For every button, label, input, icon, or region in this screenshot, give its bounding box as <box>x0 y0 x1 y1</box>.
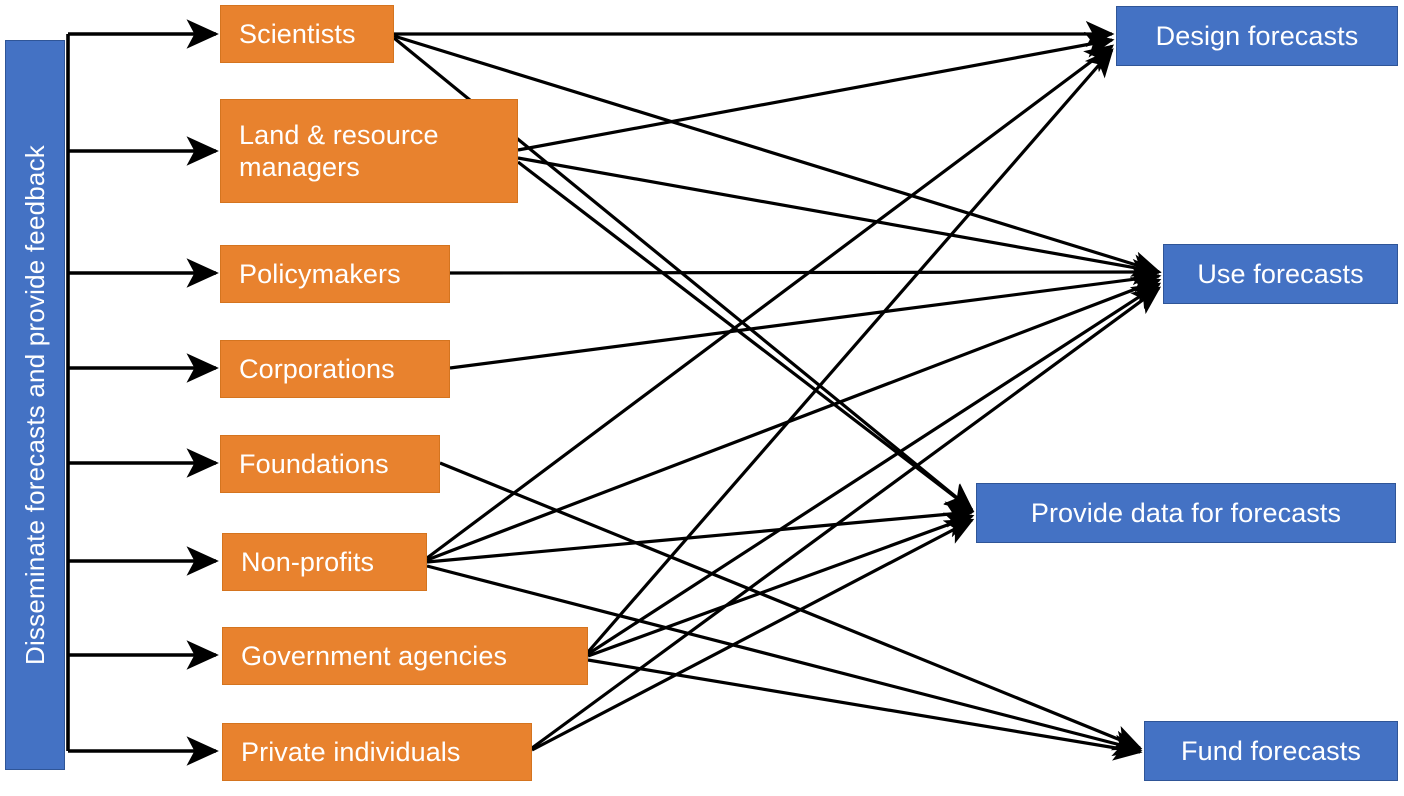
dissemination-feedback-bar[interactable]: Disseminate forecasts and provide feedba… <box>5 40 65 770</box>
edge-land-managers-use-forecasts <box>517 156 1162 281</box>
node-land-resource-managers-label: Land & resource managers <box>239 119 439 182</box>
edge-government-agencies-fund-forecasts <box>587 658 1143 761</box>
edge-private-individuals-use-forecasts <box>531 286 1162 750</box>
edge-government-agencies-provide-data <box>587 512 975 658</box>
node-scientists-label: Scientists <box>239 18 356 49</box>
edge-corporations-use-forecasts <box>449 266 1162 370</box>
edge-scientists-use-forecasts <box>393 34 1162 277</box>
node-scientists[interactable]: Scientists <box>220 5 394 63</box>
node-use-forecasts-label: Use forecasts <box>1197 258 1364 289</box>
edge-non-profits-fund-forecasts <box>426 564 1143 757</box>
node-corporations[interactable]: Corporations <box>220 340 450 398</box>
node-policymakers[interactable]: Policymakers <box>220 245 450 303</box>
node-policymakers-label: Policymakers <box>239 258 401 289</box>
node-corporations-label: Corporations <box>239 353 395 384</box>
node-government-agencies[interactable]: Government agencies <box>222 627 588 685</box>
edge-policymakers-use-forecasts <box>449 258 1162 286</box>
node-private-individuals[interactable]: Private individuals <box>222 723 532 781</box>
node-foundations[interactable]: Foundations <box>220 435 440 493</box>
edge-private-individuals-provide-data <box>531 518 975 752</box>
node-provide-data-for-forecasts-label: Provide data for forecasts <box>1030 497 1342 528</box>
node-foundations-label: Foundations <box>239 448 389 479</box>
edge-government-agencies-use-forecasts <box>587 282 1162 656</box>
edge-land-managers-design-forecasts <box>517 31 1115 152</box>
node-provide-data-for-forecasts[interactable]: Provide data for forecasts <box>976 483 1396 543</box>
dissemination-feedback-label: Disseminate forecasts and provide feedba… <box>19 144 50 665</box>
edge-non-profits-design-forecasts <box>426 44 1115 560</box>
edge-non-profits-use-forecasts <box>426 277 1162 562</box>
edge-government-agencies-design-forecasts <box>586 48 1114 654</box>
node-use-forecasts[interactable]: Use forecasts <box>1163 244 1398 304</box>
node-private-individuals-label: Private individuals <box>241 736 461 767</box>
edge-non-profits-provide-data <box>426 501 975 564</box>
node-non-profits[interactable]: Non-profits <box>222 533 427 591</box>
node-non-profits-label: Non-profits <box>241 546 375 577</box>
node-land-resource-managers[interactable]: Land & resource managers <box>220 99 518 203</box>
node-fund-forecasts[interactable]: Fund forecasts <box>1144 721 1398 781</box>
node-government-agencies-label: Government agencies <box>241 640 508 671</box>
node-design-forecasts-label: Design forecasts <box>1155 20 1359 51</box>
node-design-forecasts[interactable]: Design forecasts <box>1116 6 1398 66</box>
edge-land-managers-provide-data <box>517 160 975 512</box>
node-fund-forecasts-label: Fund forecasts <box>1181 735 1361 766</box>
